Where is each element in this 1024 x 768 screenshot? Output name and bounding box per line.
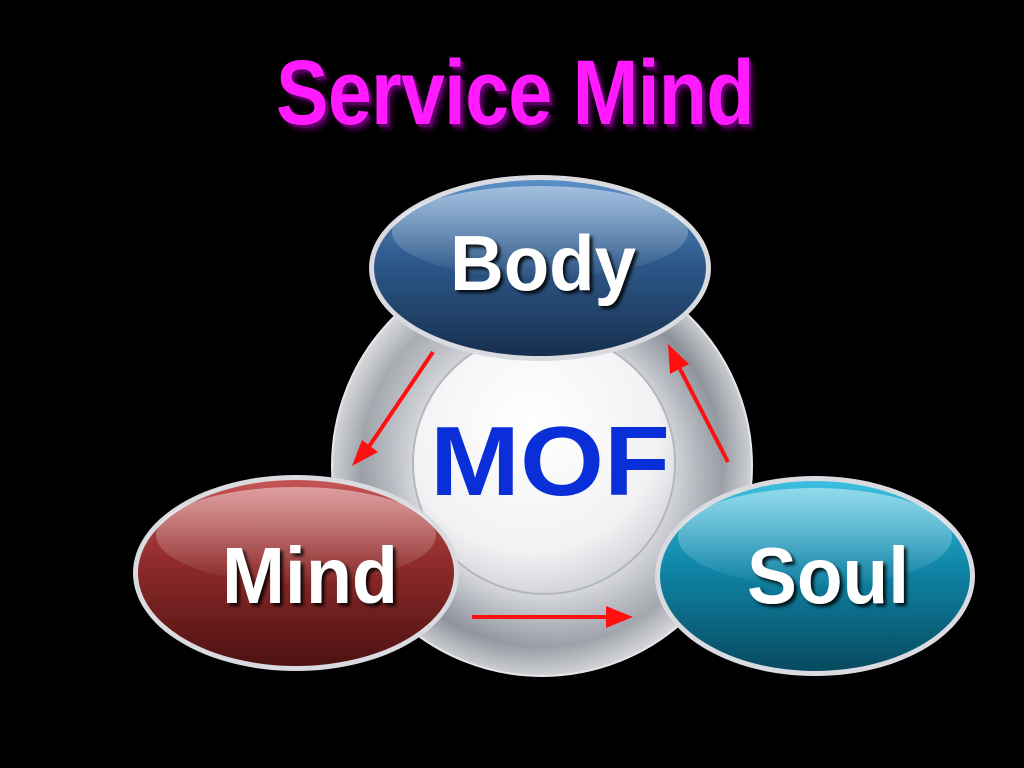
- body-label: Body: [450, 219, 636, 307]
- node-soul: [655, 476, 975, 676]
- node-mind: [133, 475, 459, 671]
- arrow-soul-to-body: [668, 344, 730, 463]
- mind-label: Mind: [222, 531, 398, 620]
- center-label: MOF: [430, 406, 670, 516]
- arrow-mind-to-soul: [472, 606, 633, 628]
- arrow-body-to-mind: [352, 350, 435, 466]
- soul-label: Soul: [747, 531, 909, 620]
- slide-title: Service Mind: [275, 42, 755, 144]
- node-body: [369, 175, 711, 361]
